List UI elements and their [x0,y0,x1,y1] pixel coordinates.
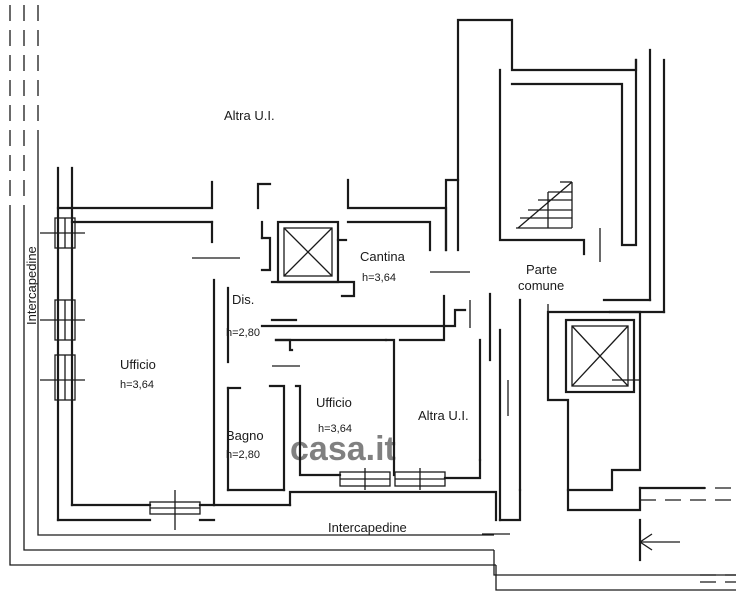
dis-corridor-walls [212,278,467,507]
elevator-shaft-left [260,220,356,298]
window-west-1 [40,217,85,249]
label-dis: Dis. [232,292,254,307]
outer-boundary [9,5,736,591]
label-ufficio-left-height: h=3,64 [120,379,154,391]
window-south-1 [149,490,201,530]
label-intercapedine-bottom: Intercapedine [328,520,407,535]
label-intercapedine-left: Intercapedine [24,246,39,325]
label-bagno: Bagno [226,428,264,443]
label-ufficio-center: Ufficio [316,395,352,410]
window-south-2 [339,468,446,490]
label-bagno-height: h=2,80 [226,449,260,461]
label-cantina: Cantina [360,249,406,264]
window-west-3 [40,354,85,401]
label-cantina-height: h=3,64 [362,272,396,284]
label-ufficio-center-height: h=3,64 [318,423,352,435]
window-west-2 [40,299,85,341]
south-wall [56,338,510,535]
watermark: casa.it [290,430,396,468]
label-ufficio-left: Ufficio [120,357,156,372]
label-parte: Parte [526,262,557,277]
west-wall [40,166,85,522]
bagno-walls [212,384,342,507]
stair [516,181,573,229]
label-altra-ui-top: Altra U.I. [224,108,275,123]
elevator-shaft-right [546,310,706,562]
label-dis-height: h=2,80 [226,327,260,339]
label-comune: comune [518,278,564,293]
east-walls [430,18,666,522]
north-walls [56,178,448,259]
label-altra-ui-bottom: Altra U.I. [418,408,469,423]
